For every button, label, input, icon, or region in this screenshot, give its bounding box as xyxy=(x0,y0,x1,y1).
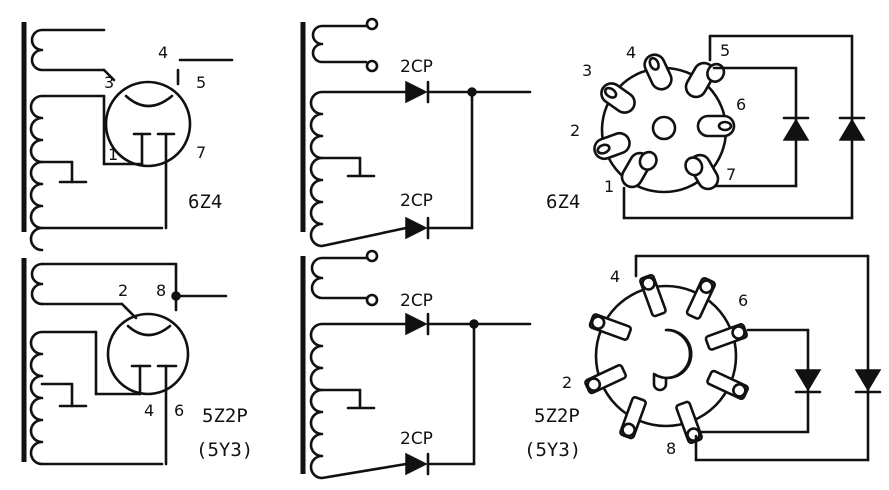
socket-pin-2 xyxy=(593,131,631,161)
filament-winding-unused xyxy=(311,24,368,64)
top-socket-wiring: 4 5 3 6 2 7 1 6Z4 xyxy=(546,34,866,220)
filament-winding xyxy=(30,262,44,306)
socket-base xyxy=(594,284,738,428)
socket-pin-5 xyxy=(685,277,717,320)
junction-dot xyxy=(469,319,479,329)
pin-label-1: 1 xyxy=(108,145,118,164)
diode-upper-label: 2CP xyxy=(400,291,433,311)
socket-pin-8 xyxy=(675,400,703,444)
socket-label-7: 7 xyxy=(726,165,736,184)
diode-upper xyxy=(405,80,428,104)
diode-lower xyxy=(405,216,428,240)
diode-upper-label: 2CP xyxy=(400,57,433,77)
bottom-tube-circuit: 2 8 4 6 5Z2P (5Y3) xyxy=(21,258,253,466)
socket-pin-4 xyxy=(639,274,667,318)
socket-tube-name: 6Z4 xyxy=(546,191,580,213)
socket-pin-2 xyxy=(584,363,627,395)
tube-envelope xyxy=(106,312,190,396)
socket-pin-7 xyxy=(684,153,720,191)
socket-label-4: 4 xyxy=(610,267,620,286)
high-voltage-winding xyxy=(309,322,408,480)
junction-dot xyxy=(171,291,181,301)
pin-label-3: 3 xyxy=(104,73,114,92)
socket-label-4: 4 xyxy=(626,43,636,62)
high-voltage-winding xyxy=(309,90,408,248)
junction-dot xyxy=(467,87,477,97)
socket-tube-equivalent: (5Y3) xyxy=(524,439,581,461)
diode-socket-b xyxy=(838,118,866,141)
socket-tube-name: 5Z2P xyxy=(534,405,580,427)
bottom-socket-wiring: 4 6 2 8 5Z2P (5Y3) xyxy=(524,254,882,462)
open-terminal xyxy=(365,249,379,263)
diode-upper xyxy=(405,312,428,336)
pin-label-7: 7 xyxy=(196,143,206,162)
pin-label-4: 4 xyxy=(144,401,154,420)
pin-label-2: 2 xyxy=(118,281,128,300)
top-diode-circuit: 2CP 2CP xyxy=(300,17,532,248)
high-voltage-winding xyxy=(29,94,106,252)
socket-label-6: 6 xyxy=(736,95,746,114)
tube-filament xyxy=(126,324,172,337)
pin-label-5: 5 xyxy=(196,73,206,92)
tube-name-label: 5Z2P xyxy=(202,405,248,427)
diode-lower xyxy=(405,452,428,476)
pin-label-8: 8 xyxy=(156,281,166,300)
diode-socket-a xyxy=(794,369,822,392)
socket-pin-1 xyxy=(620,150,658,189)
pin-label-4: 4 xyxy=(158,43,168,62)
socket-pin-6 xyxy=(696,114,736,138)
socket-pin-5 xyxy=(684,61,726,99)
tube-envelope xyxy=(104,80,192,168)
pin-wire xyxy=(102,68,116,82)
socket-pin-4 xyxy=(643,53,673,91)
socket-label-5: 5 xyxy=(720,41,730,60)
socket-label-2: 2 xyxy=(570,121,580,140)
diode-lower-label: 2CP xyxy=(400,429,433,449)
diode-socket-a xyxy=(782,118,810,141)
socket-pin-3 xyxy=(600,82,636,114)
socket-label-1: 1 xyxy=(604,177,614,196)
bottom-diode-circuit: 2CP 2CP xyxy=(300,249,532,480)
diode-lower-label: 2CP xyxy=(400,191,433,211)
socket-pin-3 xyxy=(588,313,632,341)
socket-pin-1 xyxy=(619,396,647,440)
socket-label-6: 6 xyxy=(738,291,748,310)
high-voltage-winding xyxy=(29,330,98,466)
tube-equivalent-label: (5Y3) xyxy=(196,439,253,461)
tube-filament xyxy=(124,94,174,108)
filament-winding-unused xyxy=(310,256,368,300)
socket-center-key xyxy=(652,328,693,392)
socket-label-8: 8 xyxy=(666,439,676,458)
socket-pin-6 xyxy=(704,323,748,351)
socket-label-3: 3 xyxy=(582,61,592,80)
socket-label-2: 2 xyxy=(562,373,572,392)
open-terminal xyxy=(365,59,379,73)
open-terminal xyxy=(365,17,379,31)
open-terminal xyxy=(365,293,379,307)
filament-winding xyxy=(30,28,106,72)
socket-center-hole xyxy=(651,115,677,141)
pin-label-6: 6 xyxy=(174,401,184,420)
top-tube-circuit: 3 4 5 1 7 6Z4 xyxy=(21,22,234,252)
diode-socket-b xyxy=(854,369,882,392)
tube-name-label: 6Z4 xyxy=(188,191,222,213)
socket-pin-7 xyxy=(706,369,749,401)
